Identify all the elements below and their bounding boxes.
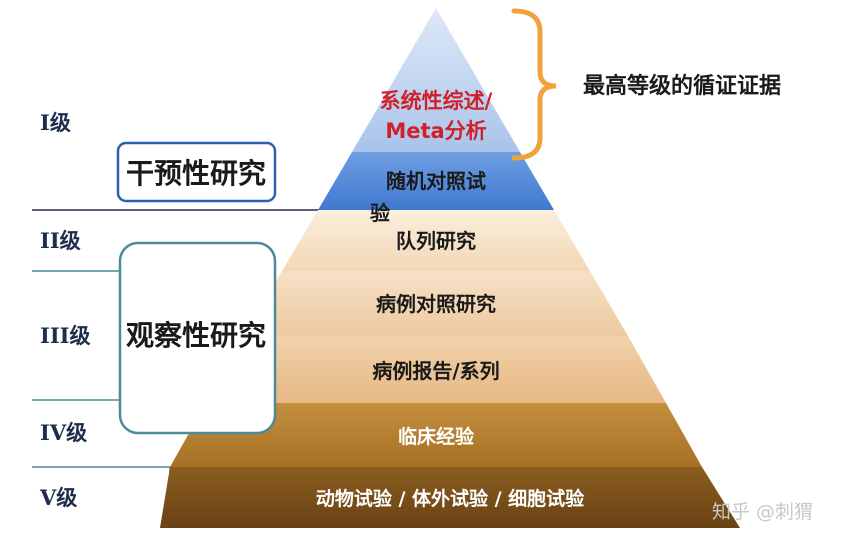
level-label-3: III级	[40, 323, 90, 348]
observational-box	[118, 241, 277, 435]
tier-label-rct-line2: 验	[370, 201, 390, 225]
level-label-2: II级	[40, 228, 81, 253]
interventional-box	[116, 141, 277, 203]
pyramid-tier-cohort	[282, 210, 590, 271]
tier-label-cohort: 队列研究	[396, 229, 476, 253]
tier-label-rct-line1: 随机对照试	[386, 169, 486, 193]
tier-label-case-report: 病例报告/系列	[372, 359, 499, 383]
pyramid-tier-systematic-review	[352, 8, 520, 152]
highest-level-label: 最高等级的循证证据	[583, 73, 781, 99]
level-label-4: IV级	[40, 420, 87, 445]
pyramid-tier-clinical-experience	[170, 403, 702, 467]
tier-label-animal-invitro: 动物试验 / 体外试验 / 细胞试验	[316, 487, 585, 510]
observational-box-label: 观察性研究	[126, 319, 266, 352]
watermark: 知乎 @刺猬	[712, 501, 813, 523]
pyramid-tier-case-report	[206, 336, 666, 403]
highest-level-brace	[511, 8, 557, 161]
interventional-box-label: 干预性研究	[126, 157, 266, 190]
tier-label-systematic-review-line1: 系统性综述/	[380, 89, 493, 113]
pyramid-tier-rct	[318, 152, 554, 210]
pyramid-tier-case-control	[244, 271, 628, 336]
level-label-1: I级	[40, 110, 71, 135]
tier-label-systematic-review-line2: Meta分析	[385, 119, 486, 143]
level-label-5: V级	[39, 485, 77, 510]
tier-label-clinical-experience: 临床经验	[398, 425, 475, 448]
tier-label-case-control: 病例对照研究	[376, 292, 496, 316]
pyramid-tier-animal-invitro	[160, 467, 740, 528]
